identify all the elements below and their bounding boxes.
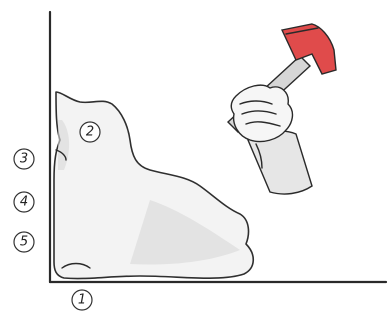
marker-2-label: 2 (86, 125, 94, 140)
marker-2: 2 (80, 122, 100, 142)
marker-1: 1 (72, 290, 92, 310)
marker-5: 5 (14, 232, 34, 252)
marker-3-label: 3 (20, 152, 28, 167)
marker-1-label: 1 (78, 293, 86, 308)
fist (231, 85, 292, 141)
rock-shape (54, 92, 253, 279)
marker-4-label: 4 (20, 195, 28, 210)
marker-4: 4 (14, 192, 34, 212)
marker-3: 3 (14, 149, 34, 169)
marker-5-label: 5 (20, 235, 28, 250)
hammer-in-hand-icon (228, 24, 336, 194)
